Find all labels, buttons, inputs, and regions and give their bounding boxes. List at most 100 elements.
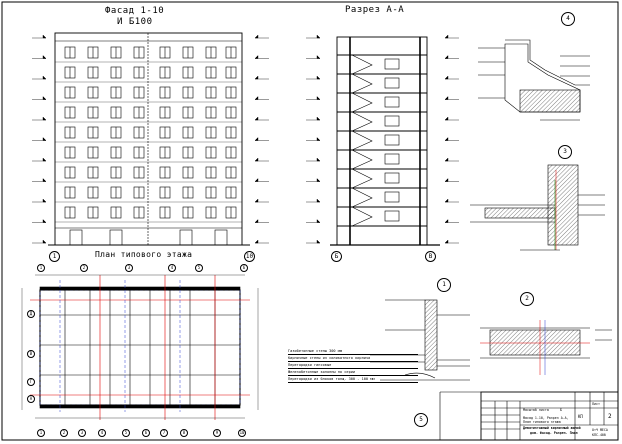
section-stair-flight — [351, 73, 373, 94]
section-title: Разрез А-А — [345, 5, 405, 15]
level-mark-arrow — [316, 96, 321, 100]
section-level-marks-right — [444, 34, 459, 244]
plan-axis-bubble: 5 — [195, 264, 203, 272]
level-mark-arrow — [42, 198, 47, 203]
level-mark-arrow — [444, 219, 449, 223]
stamp-sheet-number: 2 — [608, 413, 612, 420]
level-mark-arrow — [316, 239, 321, 244]
level-mark-arrow — [254, 137, 259, 141]
detail-1-marker: 1 — [437, 278, 451, 292]
plan-drawing — [21, 274, 259, 420]
facade-door — [109, 229, 123, 246]
section-stair-flight — [351, 149, 373, 170]
plan-outer-wall — [39, 404, 241, 409]
plan-axis-bubble: Д — [27, 310, 35, 318]
level-mark-arrow — [316, 178, 321, 182]
section-drawing — [330, 36, 440, 246]
section-opening — [384, 134, 400, 146]
plan-axis-bubble: 9 — [213, 429, 221, 437]
facade-axis-left: 1 — [49, 251, 60, 262]
level-mark-arrow — [444, 116, 449, 121]
section-opening — [384, 191, 400, 203]
level-mark-arrow — [444, 96, 449, 100]
plan-note: Кирпичные стены из силикатного кирпича — [288, 355, 418, 362]
level-mark-arrow — [42, 219, 47, 223]
level-mark-arrow — [254, 178, 259, 182]
facade-title: Фасад 1-10 — [105, 6, 165, 16]
facade-subtitle: И Б100 — [117, 17, 153, 27]
stamp-scale-label: Масштаб листа — [523, 408, 549, 412]
plan-axis-bubble: В — [27, 350, 35, 358]
level-mark-arrow — [316, 198, 321, 203]
section-stair-flight — [351, 92, 373, 113]
level-mark-arrow — [42, 96, 47, 100]
level-mark-arrow — [316, 219, 321, 223]
level-mark-arrow — [254, 34, 259, 39]
plan-axis-bubble: 4 — [98, 429, 106, 437]
plan-outer-wall — [39, 286, 241, 291]
plan-axis-bubble: Г — [27, 378, 35, 386]
section-opening — [384, 210, 400, 222]
section-stair-flight — [351, 111, 373, 132]
section-opening — [384, 172, 400, 184]
level-mark-arrow — [316, 55, 321, 59]
level-mark-arrow — [316, 116, 321, 121]
plan-axis-bubble: 3 — [78, 429, 86, 437]
level-mark-arrow — [444, 239, 449, 244]
detail-4-marker: 4 — [561, 12, 575, 26]
plan-axis-bubble: А — [27, 395, 35, 403]
plan-title: План типового этажа — [95, 250, 193, 259]
section-stair-flight — [351, 130, 373, 151]
section-axis-left: Б — [331, 251, 342, 262]
level-mark-arrow — [254, 219, 259, 223]
plan-note: Газобетонные стены 300 мм — [288, 348, 418, 355]
level-mark-arrow — [316, 137, 321, 141]
section-stair-flight — [351, 54, 373, 75]
section-opening — [384, 115, 400, 127]
plan-axis-bubble: 8 — [180, 429, 188, 437]
section-stair-flight — [351, 187, 373, 208]
stamp-org-1: Фасад 1-10, Разрез А-А, — [523, 416, 569, 420]
level-mark-arrow — [42, 55, 47, 59]
stamp-code-2: КПС-40б — [592, 433, 606, 437]
level-mark-arrow — [444, 55, 449, 59]
level-mark-arrow — [444, 157, 449, 162]
plan-axis-bubble: 1 — [37, 264, 45, 272]
stamp-stage: КП — [578, 414, 583, 419]
facade-door — [69, 229, 83, 246]
level-mark-arrow — [42, 157, 47, 162]
facade-door — [214, 229, 228, 246]
level-mark-arrow — [316, 157, 321, 162]
plan-axis-bubble: 6 — [142, 429, 150, 437]
title-block — [439, 391, 619, 441]
level-mark-arrow — [254, 239, 259, 244]
level-mark-arrow — [254, 198, 259, 203]
detail-1-drawing — [370, 299, 470, 381]
section-stair-flight — [351, 168, 373, 189]
plan-axis-bubble: 3 — [125, 264, 133, 272]
level-mark-arrow — [444, 34, 449, 39]
level-mark-arrow — [316, 34, 321, 39]
section-level-marks-left — [306, 34, 321, 244]
plan-axis-bubble: 2 — [80, 264, 88, 272]
stamp-sheet-label: Лист — [592, 402, 600, 406]
level-mark-arrow — [42, 75, 47, 80]
plan-note: Перегородки из блоков толщ. 300 - 100 мм — [288, 376, 418, 383]
facade-door — [179, 229, 193, 246]
section-opening — [384, 77, 400, 89]
detail-3-marker: 3 — [558, 145, 572, 159]
facade-axis-right: 10 — [244, 251, 255, 262]
detail-2-marker: 2 — [520, 292, 534, 306]
level-mark-arrow — [42, 178, 47, 182]
facade-drawing — [48, 32, 250, 246]
level-mark-arrow — [444, 75, 449, 80]
detail-4-drawing — [478, 39, 590, 121]
level-mark-arrow — [316, 75, 321, 80]
plan-axis-bubble: 6 — [240, 264, 248, 272]
plan-note: Перегородки гипсовые — [288, 362, 418, 369]
stamp-scale-value: Б — [560, 408, 562, 412]
level-mark-arrow — [254, 96, 259, 100]
